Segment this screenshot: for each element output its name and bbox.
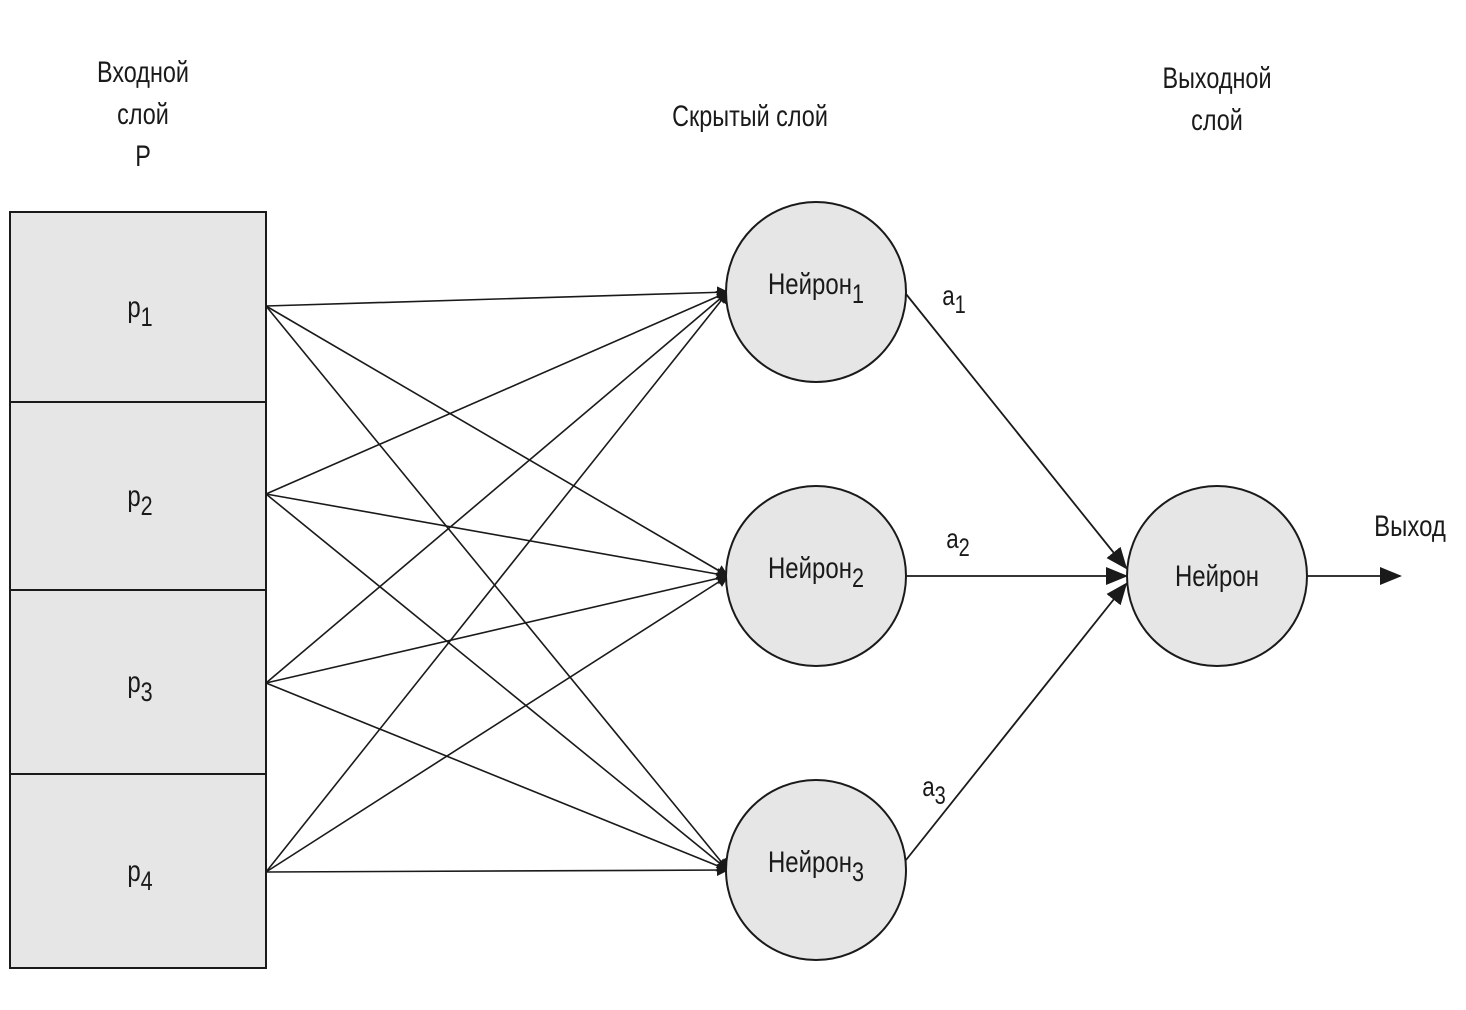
edge-p2-n1 (265, 290, 729, 495)
edge-p1-n2 (265, 305, 729, 577)
output-layer-header-line-1: Выходной (1162, 62, 1272, 95)
input-cell-1 (9, 211, 267, 403)
hidden-output-label-1: a1 (942, 281, 966, 319)
input-layer-header: Входной слой P (81, 52, 206, 178)
edge-p1-n3 (265, 305, 729, 871)
output-layer-header: Выходной слой (1155, 58, 1280, 142)
hidden-neuron-label-3: Нейрон3 (768, 844, 864, 887)
input-cell-3 (9, 589, 267, 775)
hidden-neuron-label-1: Нейрон1 (768, 266, 864, 309)
input-layer-header-line-3: P (135, 140, 151, 173)
input-label-2: p2 (127, 478, 152, 521)
edge-n1-out (905, 293, 1128, 570)
edge-p2-n2 (265, 493, 729, 580)
output-neuron-label: Нейрон (1175, 558, 1259, 592)
input-layer: p1 p2 p3 p4 (9, 211, 267, 969)
edge-p3-n3 (265, 682, 729, 872)
edge-p4-n1 (265, 291, 729, 873)
connections (265, 286, 1128, 877)
hidden-layer-header-text: Скрытый слой (672, 100, 828, 133)
output-label: Выход (1374, 508, 1446, 542)
input-label-4: p4 (127, 853, 152, 896)
output-layer-header-line-2: слой (1191, 104, 1243, 137)
output-layer: Нейрон Выход (1126, 485, 1446, 667)
hidden-neuron-1 (725, 201, 907, 383)
hidden-output-label-2: a2 (946, 524, 970, 562)
input-layer-header-line-2: слой (117, 98, 169, 131)
input-cell-2 (9, 401, 267, 591)
input-layer-header-line-1: Входной (97, 56, 189, 89)
edge-p3-n2 (265, 572, 729, 684)
edge-p4-n3 (265, 864, 729, 877)
input-cell-4 (9, 773, 267, 969)
edge-p3-n1 (265, 291, 729, 684)
hidden-layer-header: Скрытый слой (633, 96, 867, 138)
edge-p2-n3 (265, 493, 729, 871)
hidden-neuron-label-2: Нейрон2 (768, 550, 864, 593)
edge-n3-out (905, 582, 1128, 861)
input-label-3: p3 (127, 664, 152, 707)
hidden-neuron-2 (725, 485, 907, 667)
hidden-output-label-3: a3 (922, 772, 946, 810)
edge-p4-n2 (265, 575, 729, 873)
hidden-neuron-3 (725, 779, 907, 961)
edge-p1-n1 (265, 286, 729, 307)
input-label-1: p1 (127, 289, 152, 332)
